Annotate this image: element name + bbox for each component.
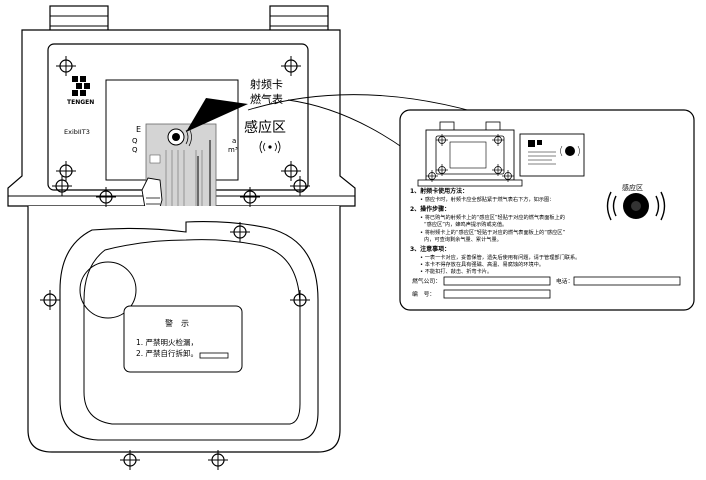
section2-item-4: 内，可查询剩余气量、累计气量。 bbox=[424, 235, 502, 243]
section2-title: 2、操作步骤： bbox=[410, 205, 450, 213]
instruction-card: 感应区 1、射频卡使用方法： • 感应卡时，射频卡应全部贴紧于燃气表右下方，如示… bbox=[399, 109, 695, 311]
model-label: ExibIIT3 bbox=[64, 128, 90, 136]
display-fragment-q2: Q bbox=[132, 146, 138, 154]
card-sense-zone-label: 感应区 bbox=[622, 183, 643, 192]
product-name-line2: 燃气表 bbox=[250, 92, 283, 106]
field-company-box bbox=[443, 276, 551, 286]
warning-line2: 2. 严禁自行拆卸。 bbox=[136, 348, 198, 358]
display-fragment-q1: Q bbox=[132, 137, 138, 145]
product-name-line1: 射频卡 bbox=[250, 77, 283, 91]
card-sense-zone-icon bbox=[606, 191, 666, 221]
rf-card-on-meter bbox=[141, 123, 217, 223]
gas-meter: TENGEN ExibIIT3 射频卡 燃气表 E Q Q a m³ 感应区 bbox=[7, 5, 356, 471]
warning-title: 警 示 bbox=[165, 318, 189, 328]
pointer-arrow bbox=[186, 98, 248, 132]
section3-item-1: • 一表一卡对应，妥善保管，遗失后使用有问题，请于管理部门联系。 bbox=[420, 253, 580, 261]
field-company-label: 燃气公司： bbox=[412, 277, 441, 285]
section2-item-1: • 将已购气的射频卡上的“感应区”轻贴于对应的燃气表面板上的 bbox=[420, 213, 565, 221]
warning-slot bbox=[199, 352, 229, 359]
field-phone-box bbox=[573, 276, 681, 286]
meter-sense-zone-label: 感应区 bbox=[244, 119, 286, 136]
field-number-label: 编 号： bbox=[412, 290, 435, 298]
section2-item-3: • 将射频卡上的“感应区”轻贴于对应的燃气表面板上的“感应区” bbox=[420, 228, 565, 236]
warning-line1: 1. 严禁明火检漏， bbox=[136, 337, 198, 347]
tengen-logo bbox=[72, 76, 90, 96]
section3-item-2: • 本卡不得存放在具有强磁、高温、易腐蚀的环境中。 bbox=[420, 260, 544, 268]
brand-name: TENGEN bbox=[67, 99, 94, 106]
field-number-box bbox=[443, 289, 551, 299]
section2-item-2: “感应区”内，蜂鸣声提示购或充值。 bbox=[424, 220, 507, 228]
section3-item-3: • 不能扣打、敲击、折弯卡片。 bbox=[420, 267, 492, 275]
field-phone-label: 电话： bbox=[556, 277, 573, 285]
display-fragment-unit: m³ bbox=[228, 146, 238, 154]
section1-title: 1、射频卡使用方法： bbox=[410, 187, 468, 195]
meter-rf-signal-icon bbox=[259, 140, 281, 154]
display-fragment-a: a bbox=[232, 137, 236, 145]
section3-title: 3、注意事项： bbox=[410, 245, 450, 253]
mini-card-illustration bbox=[519, 133, 585, 177]
display-fragment-e: E bbox=[136, 125, 141, 134]
section1-item-1: • 感应卡时，射频卡应全部贴紧于燃气表右下方，如示图： bbox=[420, 195, 554, 203]
mini-meter-illustration bbox=[417, 121, 523, 187]
